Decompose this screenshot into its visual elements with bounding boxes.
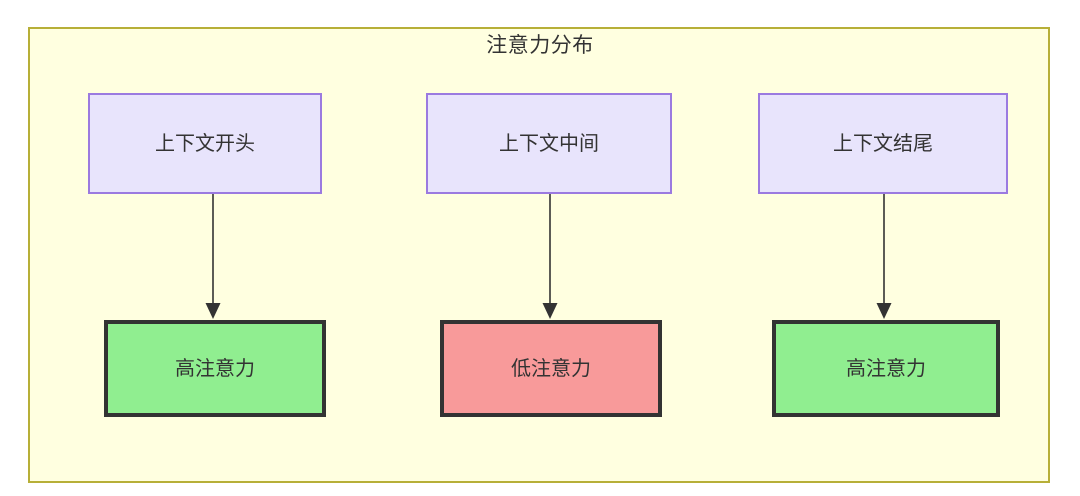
node-context-end-label: 上下文结尾 (833, 132, 933, 155)
node-attention-middle-label: 低注意力 (511, 357, 591, 380)
node-attention-start-label: 高注意力 (175, 357, 255, 380)
node-context-middle-label: 上下文中间 (499, 132, 599, 155)
node-attention-middle[interactable]: 低注意力 (440, 320, 662, 417)
node-context-start-label: 上下文开头 (155, 132, 255, 155)
node-attention-start[interactable]: 高注意力 (104, 320, 326, 417)
node-attention-end-label: 高注意力 (846, 357, 926, 380)
node-context-middle[interactable]: 上下文中间 (426, 93, 672, 194)
diagram-title: 注意力分布 (486, 34, 594, 57)
node-attention-end[interactable]: 高注意力 (772, 320, 1000, 417)
node-context-end[interactable]: 上下文结尾 (758, 93, 1008, 194)
node-context-start[interactable]: 上下文开头 (88, 93, 322, 194)
